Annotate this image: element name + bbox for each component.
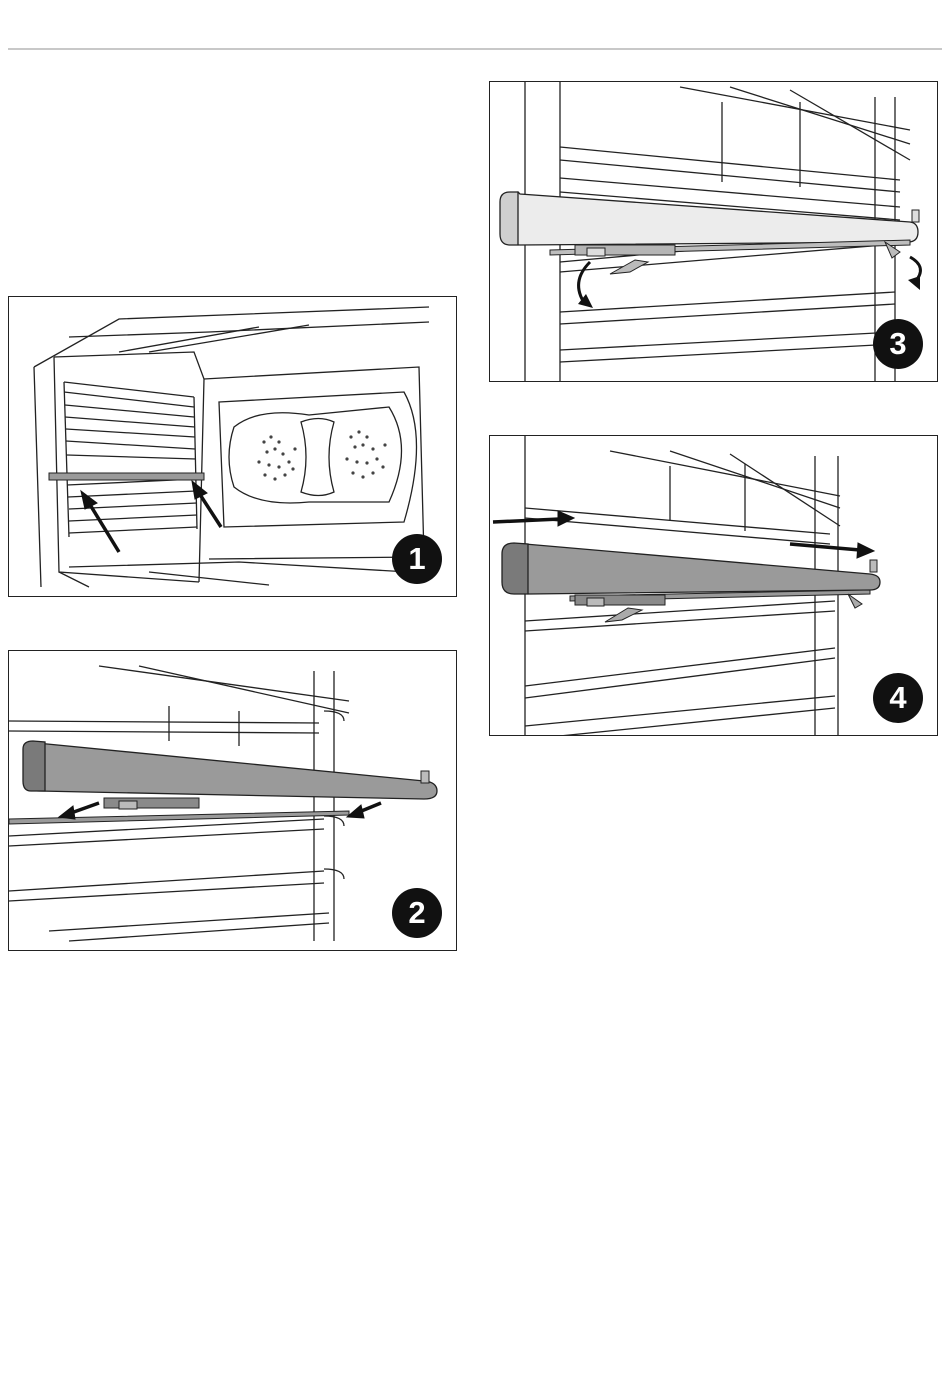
- header-rule: [8, 48, 942, 50]
- oven-interior-illustration: [9, 297, 457, 597]
- runner-clip-release-illustration: [490, 82, 938, 382]
- runner-attach-illustration: [490, 436, 938, 736]
- illustration-step-4: 4: [489, 435, 938, 736]
- step-number-badge: 1: [392, 534, 442, 584]
- step-number-badge: 3: [873, 319, 923, 369]
- illustration-step-2: 2: [8, 650, 457, 951]
- step-number-badge: 2: [392, 888, 442, 938]
- runner-detach-illustration: [9, 651, 457, 951]
- illustration-step-1: 1: [8, 296, 457, 597]
- illustration-step-3: 3: [489, 81, 938, 382]
- step-number-badge: 4: [873, 673, 923, 723]
